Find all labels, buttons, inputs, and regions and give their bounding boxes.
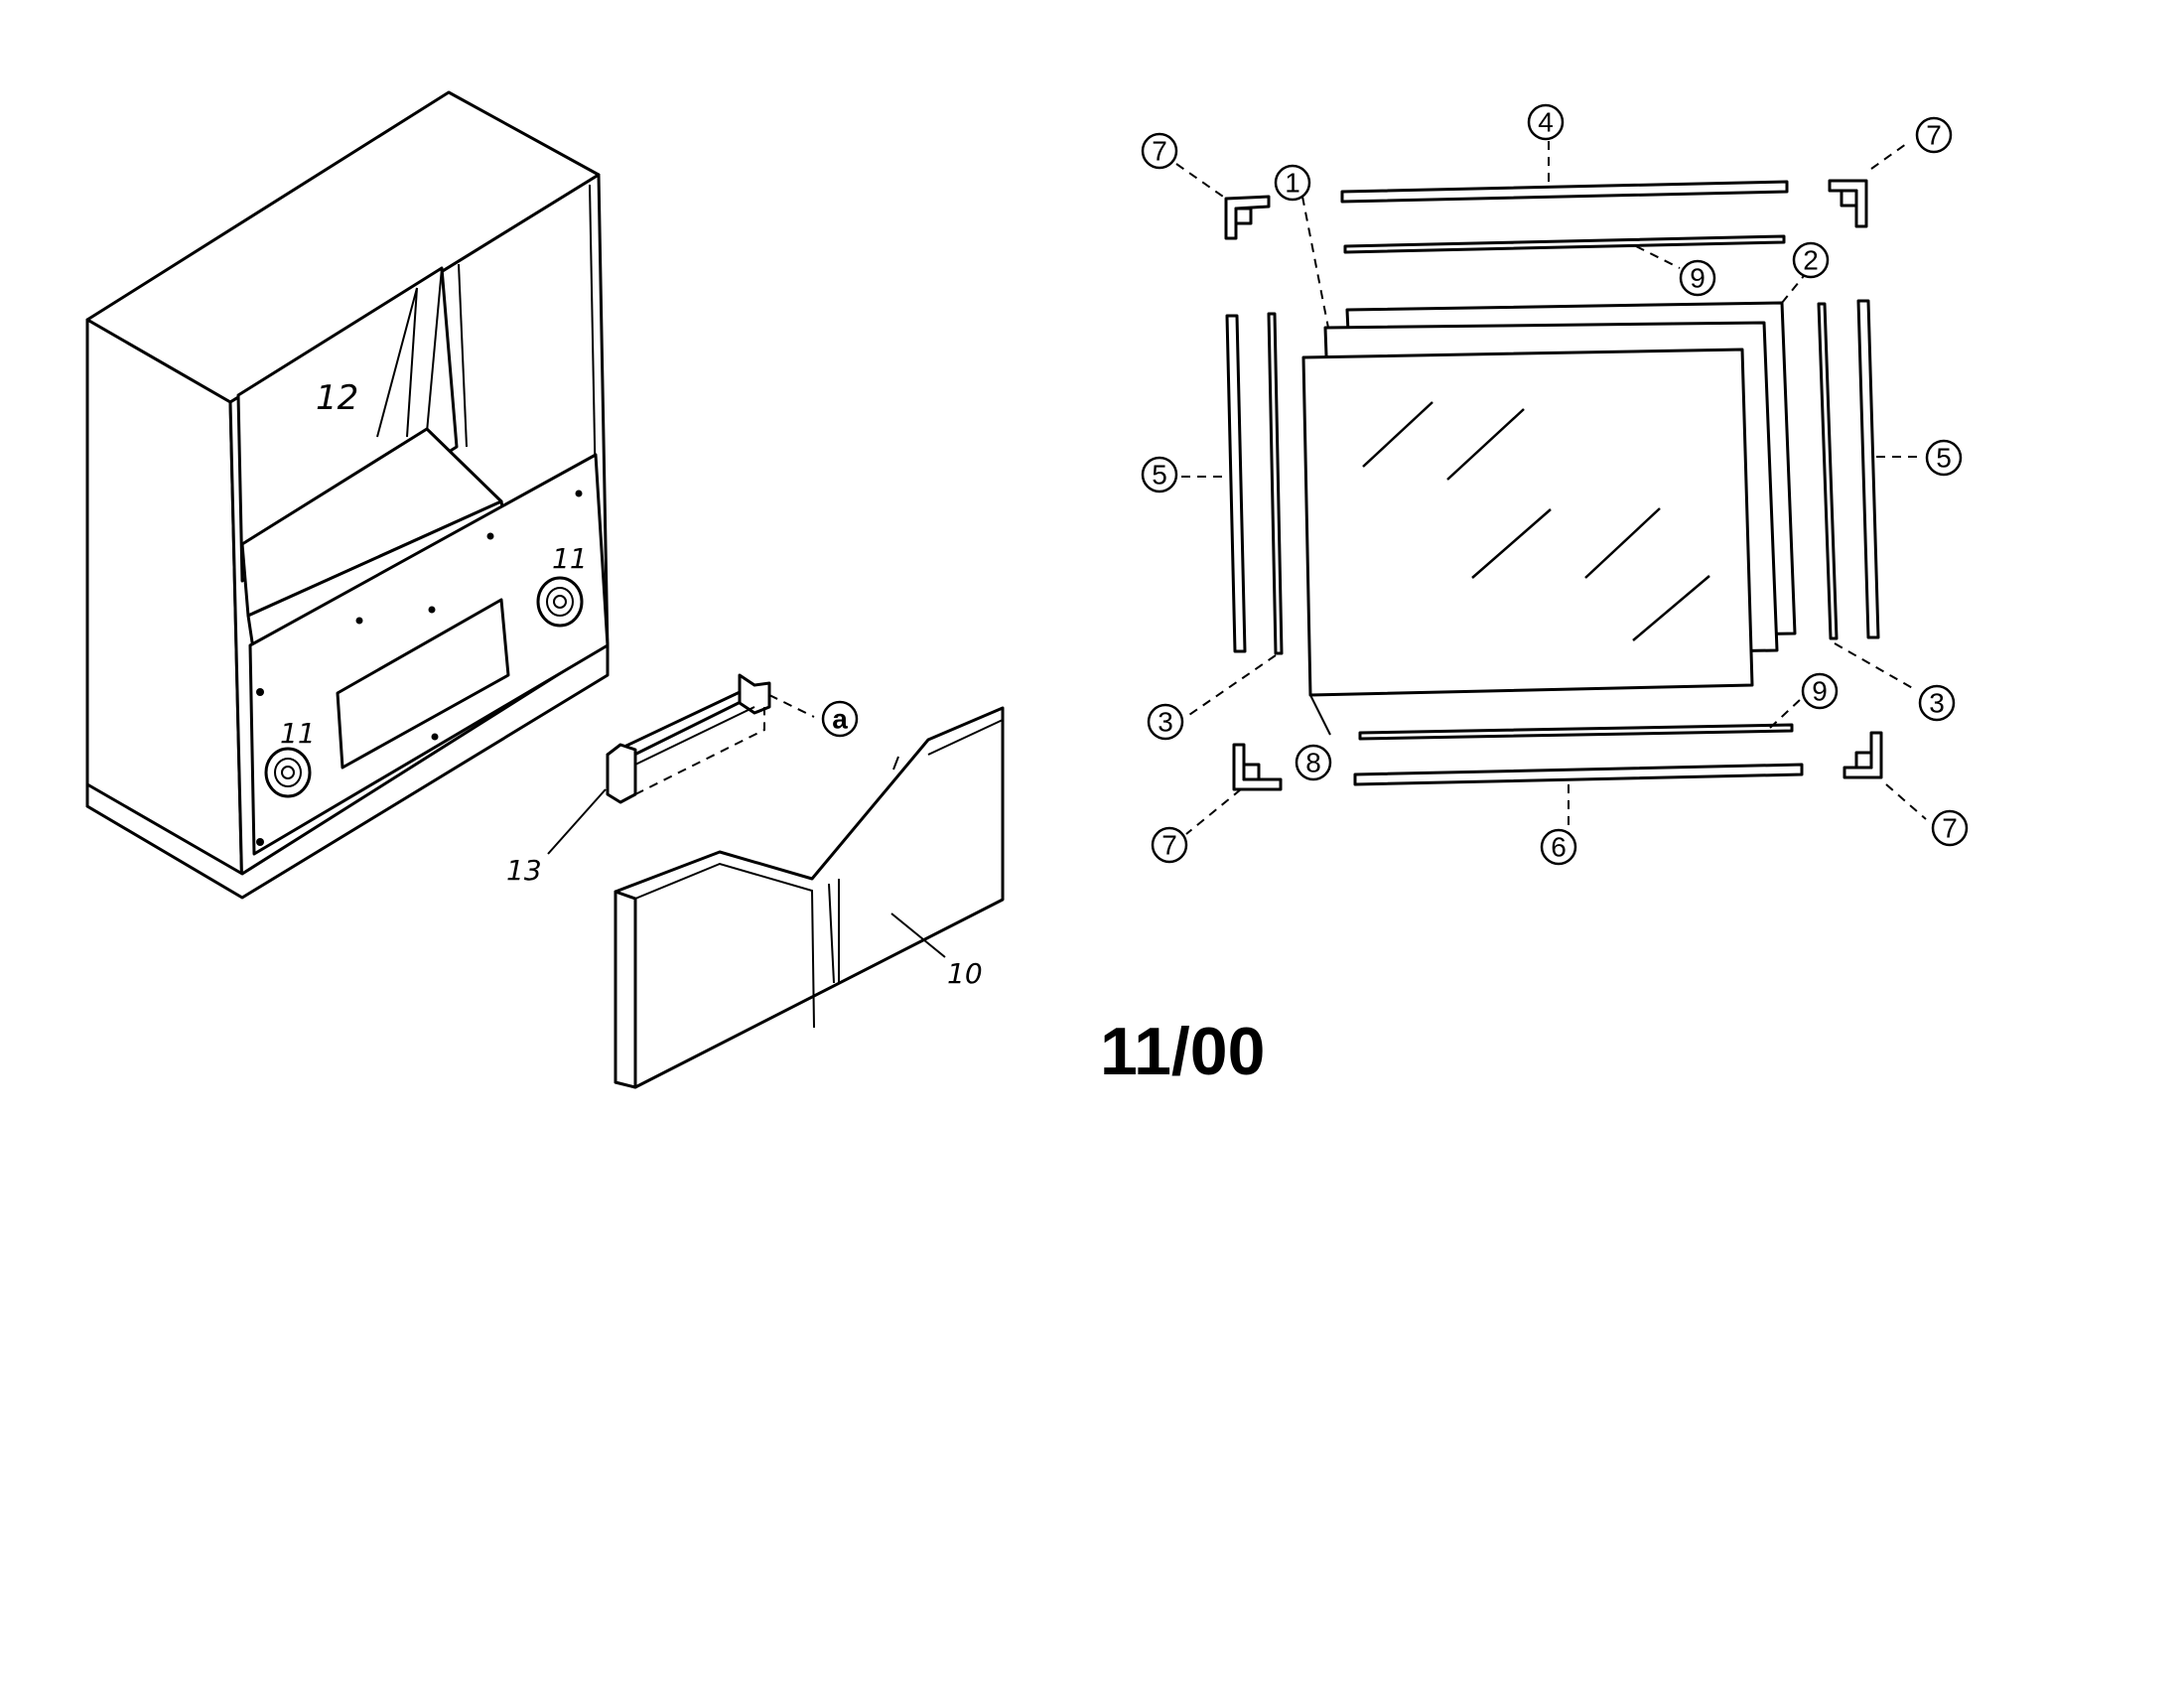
svg-text:7: 7 bbox=[1942, 813, 1958, 844]
callout-2: 2 bbox=[1792, 241, 1830, 279]
callout-7-bl: 7 bbox=[1151, 826, 1188, 864]
svg-text:7: 7 bbox=[1152, 136, 1167, 167]
label-cabinet-opening: 12 bbox=[316, 378, 358, 418]
callout-6: 6 bbox=[1540, 828, 1577, 866]
corner-piece-br bbox=[1843, 731, 1883, 779]
cabinet: 12 11 11 bbox=[85, 90, 610, 900]
corner-piece-bl bbox=[1232, 743, 1283, 791]
callout-1: 1 bbox=[1274, 164, 1311, 202]
svg-text:3: 3 bbox=[1929, 688, 1945, 719]
callout-9-bottom: 9 bbox=[1801, 672, 1839, 710]
callout-a: a bbox=[821, 700, 859, 738]
corner-piece-tl bbox=[1224, 195, 1271, 240]
callout-9-top: 9 bbox=[1679, 259, 1716, 297]
svg-text:6: 6 bbox=[1551, 832, 1567, 863]
callout-3-right: 3 bbox=[1918, 684, 1956, 722]
svg-text:7: 7 bbox=[1926, 120, 1942, 151]
svg-text:9: 9 bbox=[1690, 263, 1706, 294]
svg-text:3: 3 bbox=[1158, 707, 1173, 738]
speaker-right bbox=[536, 576, 584, 628]
svg-text:9: 9 bbox=[1812, 676, 1828, 707]
callout-8: 8 bbox=[1295, 744, 1332, 781]
label-bracket: 13 bbox=[506, 854, 542, 887]
label-front-panel: 10 bbox=[947, 957, 983, 990]
svg-text:2: 2 bbox=[1803, 245, 1819, 276]
label-speaker-right: 11 bbox=[552, 542, 588, 575]
callout-7-br: 7 bbox=[1931, 809, 1969, 847]
svg-text:5: 5 bbox=[1152, 460, 1167, 491]
svg-text:7: 7 bbox=[1161, 830, 1177, 861]
label-speaker-left: 11 bbox=[280, 717, 316, 750]
svg-text:4: 4 bbox=[1538, 107, 1554, 138]
callout-5-left: 5 bbox=[1141, 456, 1178, 493]
corner-piece-tr bbox=[1828, 179, 1868, 228]
svg-text:1: 1 bbox=[1285, 168, 1300, 199]
bracket: a 13 bbox=[506, 673, 859, 887]
svg-text:8: 8 bbox=[1305, 748, 1321, 778]
front-panel: 10 bbox=[614, 706, 1005, 1089]
callout-7-tl: 7 bbox=[1141, 132, 1178, 170]
callout-4: 4 bbox=[1527, 103, 1565, 141]
screen-assembly: 7 7 7 7 1 2 4 9 bbox=[1141, 103, 1969, 866]
callout-5-right: 5 bbox=[1925, 439, 1963, 477]
callout-3-left: 3 bbox=[1147, 703, 1184, 741]
diagram-code: 11/00 bbox=[1100, 1014, 1265, 1089]
svg-text:5: 5 bbox=[1936, 443, 1952, 474]
callout-7-tr: 7 bbox=[1915, 116, 1953, 154]
svg-text:a: a bbox=[832, 704, 848, 735]
speaker-left bbox=[264, 747, 312, 798]
